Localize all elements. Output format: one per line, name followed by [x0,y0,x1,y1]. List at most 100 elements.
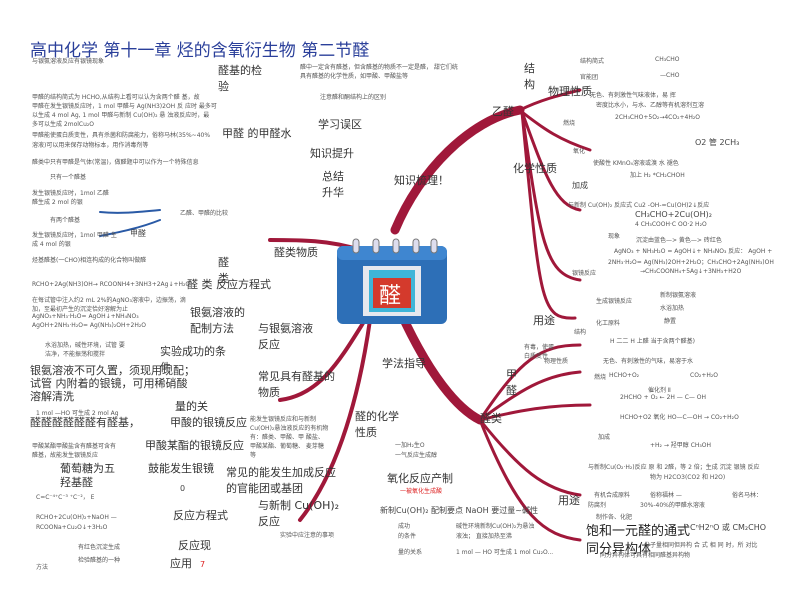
label-leiwu: 醛类物质 [274,246,318,259]
text-yg1: 分子量相同但异构 合 式 相 同 时，所 对比 [644,542,758,549]
eq-4: AgNO₃+NH₃·H₂O= AgOH↓+NH₄NO₃ [32,313,139,320]
text-p21: 检验醛基的一种 [78,557,121,564]
text-s3: 量的关系 [398,549,423,556]
text-xz3: 静置 [664,318,677,325]
text-rel-b: 量的关 [175,400,208,413]
text-p24: 7 [200,560,206,569]
eq-2: 在每试管中注入约2 mL 2%的AgNO₃溶液中，边振荡，滴 [32,297,186,304]
text-shiyan: 实验中应注意的事项 [280,532,335,539]
label-yongtu: 用途 [533,314,555,327]
text-qy3: 有毒，使蛋 [524,344,555,351]
text-p4: 多可以生成 2molCu₂O [32,121,95,128]
text-warn2: 试管 内附着的银镜，可用稀硝酸 [30,377,188,390]
text-b3: 乙醛、甲醛的比较 [180,210,229,217]
text-xx2: AgNO₃ + NH₃H₂O = AgOH↓+ NH₄NO₃ 反应： AgOH … [614,248,773,255]
text-c3: 注意醛和酮结构上的区别 [320,94,387,101]
text-two: 有两个醛基 [50,217,81,224]
text-b1: 发生银镜反应时，1mol 乙醛 [32,190,109,197]
text-jiacheng: 加成 [572,181,588,190]
label-yiquan: 乙醛 [492,105,514,118]
label-yinan: 与银氨溶液反应 [258,322,313,351]
text-p2: 甲醛在发生银镜反应时，1 mol 甲醛与 Ag(NH3)2OH 反 应时 最多可 [32,103,217,110]
text-jg2: CH₃CHO [655,56,680,63]
label-fanfa: 学法指导 [382,357,426,370]
text-qy7: HCHO+O₂ [609,372,640,379]
text-p9: 甲酸某酯甲酸盐含有醛基可含有 [32,443,117,450]
text-p1: 甲醛的结构简式为 HCHO,从结构上看可以认为含两个醛 基，故 [32,94,200,101]
text-s2: 的条件 [398,533,417,540]
text-jia: 甲醛 [130,229,146,238]
label-baohe: 饱和一元醛的通式 [586,524,691,539]
text-b4: 发生银镜反应时，1mol 甲醛 生 [32,232,117,239]
text-jg1: 结构简式 [580,58,605,65]
label-ertonglei: 醛类 [480,412,502,425]
text-p23: 应用 [170,557,192,570]
text-cu5: 等 [250,452,257,459]
text-qy13: 与新制Cu(O₂·H₂)反应 原 和 2醛，等 2 倍；生成 沉淀 银镜 反应 [588,464,760,471]
heading-cond3: 实验成功的条件 [160,345,226,374]
text-cu-a: CH₃CHO+2Cu(OH)₂ [635,210,712,219]
label-huaxue: 化学性质 [513,162,557,175]
label-jiegou: 结构 [524,62,535,91]
text-qy10: 2HCHO + O₂ ← 2H — C— OH [620,394,707,401]
text-qy8: CO₂+H₂O [690,372,718,379]
text-qy9: 催化剂 Ⅱ [648,387,671,394]
text-eqr: 2CH₃CHO+5O₂→4CO₂+4H₂O [615,114,700,121]
eq-5: AgOH+2NH₃·H₂O= Ag(NH₃)₂OH+2H₂O [32,322,147,329]
text-qy6: 无色、有刺激性的气味，易溶于水 [603,358,694,365]
page-title: 高中化学 第十一章 烃的含氧衍生物 第二节醛 [30,41,370,61]
text-yanghua: 氧化 [573,148,586,155]
text-p6: 溶液)可以用来保存动物标本，用作消毒剂等 [32,142,149,149]
text-qy17: 防腐剂 [588,502,607,509]
text-h2: 加上 H₂ *CH₂CHOH [630,172,685,179]
text-qy18: 30%-40%的甲醛水溶液 [640,502,705,509]
text-p9b: 醛基，故能发生银镜反应 [32,452,99,459]
text-ranshao2: 燃烧 [594,374,607,381]
text-qy15: 有机合成原料 [594,492,631,499]
text-qy12: +H₂ → 羟甲醇 CH₃OH [650,442,712,449]
center-logo: 醛 [333,238,451,326]
text-p3: 以生成 4 mol Ag, 1 mol 甲醛与新制 Cu(OH)₂ 悬 浊液反应… [32,112,210,119]
text-cu1: 能发生银镜反应和与新制 [250,416,317,423]
text-s6: 1 mol — HO 可生成 1 mol Cu₂O... [456,549,554,556]
text-jg4: —CHO [660,72,680,79]
eq-1: RCHO+2Ag(NH3)OH→ RCOONH4+3NH3+2Ag↓+H₂O [32,281,191,288]
text-only-one: 只有一个醛基 [50,174,87,181]
text-qy5: 物理性质 [544,358,569,365]
text-xianxiang: 现象 [608,233,621,240]
label-ox: 氧化反应产制 [387,472,453,485]
text-s5: 液浊； 直接加热至沸 [456,533,512,540]
text-s4: 碱性环境新制Cu(OH)₂为悬浊 [456,523,535,530]
text-s1: 成功 [398,523,411,530]
text-cu2: Cu(OH)₂悬浊液反应的有机物 [250,425,329,432]
label-jiequan: 甲醛 [506,368,517,397]
text-tongshi: CⁿH2ⁿO 或 CM₂CHO [690,523,767,532]
text-qy11: HCHO+O2 氧化 HO—C—OH → CO₂+H₂O [620,414,739,421]
label-zongjie: 总结升华 [322,170,344,199]
text-yinjing: 银镜反应 [572,270,597,277]
text-p14: C=C⁻⁴⁺C⁻³ ⁺C⁻²， E [36,494,95,501]
text-cuoh: 新制Cu(OH)₂ 配制要点 NaOH 要过量~碱性 [380,506,538,515]
text-p12: 羟基醛 [60,476,93,489]
text-qy20: 俗名马林： [732,492,763,499]
text-xing: 醛类 [218,256,229,285]
text-xx1: 沉淀由蓝色—> 黄色—> 砖红色 [636,237,722,244]
text-qy2: H 二二 H 上醛 当于含两个醛基) [610,338,695,345]
text-w2: 密度比水小，与水、乙醇等有机溶剂互溶 [596,102,705,109]
text-c2: 具有醛基的化学性质，如甲酸、甲酸盐等 [300,73,409,80]
text-ranshao: 燃烧 [563,120,576,127]
text-sheng: 生成银镜反应 [596,298,633,305]
label-xuexi: 学习误区 [318,118,362,131]
center-logo-text: 醛 [379,284,402,309]
text-p7: 醛类中只有甲醛是气体(常温)，做醛题中可以作为一个特殊信息 [32,159,199,166]
text-xx4: →CH₃COONH₄+5Ag↓+3NH₃+H2O [640,268,742,275]
text-p11: 葡萄糖为五 [60,462,115,475]
text-p5b: 甲醛 的甲醛水 [222,127,292,140]
heading-fanying: 醛 类 反应方程式 [187,278,271,291]
text-rel-a: 1 mol —HO 可生成 2 mol Ag [36,410,119,417]
text-rel-c: 醛醛醛醛醛醛有醛基， [30,416,140,429]
text-w1: 无色、有刺激性气味液体，易 挥 [590,92,676,99]
text-xz1: 新制银氨溶液 [660,292,697,299]
text-qy14: 物为 H2CO3(CO2 和 H2O) [650,474,726,481]
text-p19: 有红色沉淀生成 [78,544,121,551]
